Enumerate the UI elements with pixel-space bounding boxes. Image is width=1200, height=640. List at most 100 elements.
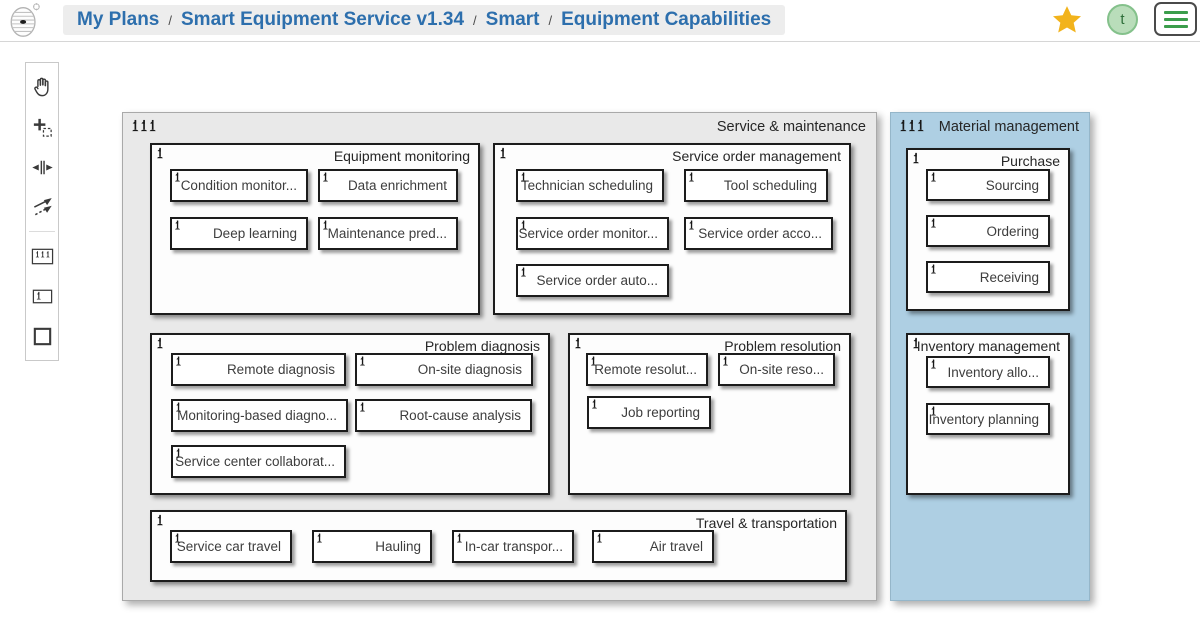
app-logo-icon <box>10 2 40 37</box>
capability-service-order-monitoring[interactable]: Service order monitor... <box>516 217 669 250</box>
capability-pin-icon <box>323 220 328 230</box>
capability-pin-icon <box>931 406 936 416</box>
capability-pin-icon <box>521 172 526 182</box>
capability-service-order-accounting[interactable]: Service order acco... <box>684 217 833 250</box>
capability-pin-icon <box>175 220 180 230</box>
capability-hauling[interactable]: Hauling <box>312 530 432 563</box>
capability-on-site-diagnosis[interactable]: On-site diagnosis <box>355 353 533 386</box>
cluster-title: Inventory management <box>916 338 1060 354</box>
capability-pin-icon <box>360 402 365 412</box>
capability-group-icon <box>900 119 924 132</box>
capability-technician-scheduling[interactable]: Technician scheduling <box>516 169 664 202</box>
capability-pin-icon <box>521 267 526 277</box>
capability-inventory-allocation[interactable]: Inventory allo... <box>926 356 1050 388</box>
capability-service-order-automation[interactable]: Service order auto... <box>516 264 669 297</box>
avatar-initial: t <box>1120 11 1125 28</box>
capability-pin-icon <box>689 172 694 182</box>
capability-label: Inventory planning <box>928 411 1039 427</box>
capability-pin-icon <box>157 147 163 159</box>
favorite-star-icon[interactable] <box>1051 4 1083 36</box>
capability-pin-icon <box>931 264 936 274</box>
capability-pin-icon <box>931 218 936 228</box>
capability-pin-icon <box>175 533 180 543</box>
capability-on-site-resolution[interactable]: On-site reso... <box>718 353 835 386</box>
breadcrumb-separator: / <box>473 12 477 28</box>
capability-label: Inventory allo... <box>947 364 1039 380</box>
capability-pin-icon <box>521 220 526 230</box>
capability-pin-icon <box>723 356 728 366</box>
capability-pin-icon <box>597 533 602 543</box>
capability-label: Condition monitor... <box>180 178 297 193</box>
capability-pin-icon <box>157 514 163 526</box>
capability-label: Ordering <box>986 223 1039 239</box>
capability-group-icon <box>132 119 156 132</box>
capability-maintenance-prediction[interactable]: Maintenance pred... <box>318 217 458 250</box>
capability-pin-icon <box>500 147 506 159</box>
relation-arrows-tool-icon[interactable] <box>27 187 57 227</box>
capability-label: Service order monitor... <box>518 226 658 241</box>
capability-pin-icon <box>323 172 328 182</box>
capability-pin-icon <box>689 220 694 230</box>
capability-label: Hauling <box>375 539 421 554</box>
capability-label: Tool scheduling <box>723 178 817 193</box>
capability-air-travel[interactable]: Air travel <box>592 530 714 563</box>
menu-line <box>1163 17 1188 21</box>
capability-inventory-planning[interactable]: Inventory planning <box>926 403 1050 435</box>
capability-deep-learning[interactable]: Deep learning <box>170 217 308 250</box>
capability-label: Job reporting <box>621 405 700 420</box>
resize-horizontal-tool-icon[interactable] <box>27 147 57 187</box>
capability-pin-icon <box>176 448 181 458</box>
select-move-tool-icon[interactable] <box>27 107 57 147</box>
breadcrumb-separator: / <box>168 12 172 28</box>
cluster-title: Problem resolution <box>724 338 841 354</box>
capability-tool-scheduling[interactable]: Tool scheduling <box>684 169 828 202</box>
capability-service-car-travel[interactable]: Service car travel <box>170 530 292 563</box>
capability-root-cause-analysis[interactable]: Root-cause analysis <box>355 399 532 432</box>
breadcrumb-smart[interactable]: Smart <box>485 9 540 30</box>
capability-map-tool-icon[interactable] <box>27 236 57 276</box>
capability-receiving[interactable]: Receiving <box>926 261 1050 293</box>
hamburger-menu-button[interactable] <box>1154 2 1197 36</box>
breadcrumb: My Plans / Smart Equipment Service v1.34… <box>63 5 786 35</box>
capability-label: Remote resolut... <box>594 362 697 377</box>
capability-label: Maintenance pred... <box>327 226 447 241</box>
menu-line <box>1163 24 1188 28</box>
toolbar-divider <box>29 231 55 232</box>
capability-pin-icon <box>575 337 581 349</box>
capability-pin-icon <box>176 356 181 366</box>
breadcrumb-separator: / <box>548 12 553 28</box>
rectangle-tool-icon[interactable] <box>27 316 57 356</box>
tool-palette <box>25 62 59 361</box>
group-title: Material management <box>938 119 1079 135</box>
capability-job-reporting[interactable]: Job reporting <box>587 396 711 429</box>
capability-label: Service order acco... <box>698 226 822 241</box>
capability-label: In-car transpor... <box>464 539 563 554</box>
capability-label: Service car travel <box>176 539 281 554</box>
capability-in-car-transport[interactable]: In-car transpor... <box>452 530 574 563</box>
capability-data-enrichment[interactable]: Data enrichment <box>318 169 458 202</box>
capability-remote-resolution[interactable]: Remote resolut... <box>586 353 708 386</box>
cluster-title: Problem diagnosis <box>424 338 540 354</box>
capability-label: Root-cause analysis <box>399 408 521 423</box>
capability-label: Data enrichment <box>347 178 447 193</box>
top-bar: My Plans / Smart Equipment Service v1.34… <box>0 0 1200 42</box>
capability-pin-icon <box>913 152 919 164</box>
cluster-title: Service order management <box>672 148 841 164</box>
group-title: Service & maintenance <box>716 119 866 135</box>
capability-service-center-collaboration[interactable]: Service center collaborat... <box>171 445 346 478</box>
breadcrumb-current-page[interactable]: Equipment Capabilities <box>561 9 772 30</box>
capability-label: Deep learning <box>212 226 297 241</box>
capability-condition-monitoring[interactable]: Condition monitor... <box>170 169 308 202</box>
capability-remote-diagnosis[interactable]: Remote diagnosis <box>171 353 346 386</box>
capability-ordering[interactable]: Ordering <box>926 215 1050 247</box>
user-avatar[interactable]: t <box>1107 4 1138 35</box>
capability-sourcing[interactable]: Sourcing <box>926 169 1050 201</box>
breadcrumb-my-plans[interactable]: My Plans <box>77 9 160 30</box>
capability-pin-icon <box>931 359 936 369</box>
capability-pin-icon <box>591 356 596 366</box>
pan-tool-icon[interactable] <box>27 67 57 107</box>
capability-tool-icon[interactable] <box>27 276 57 316</box>
capability-monitoring-based-diagnosis[interactable]: Monitoring-based diagno... <box>171 399 348 432</box>
breadcrumb-plan-name[interactable]: Smart Equipment Service v1.34 <box>181 9 465 30</box>
